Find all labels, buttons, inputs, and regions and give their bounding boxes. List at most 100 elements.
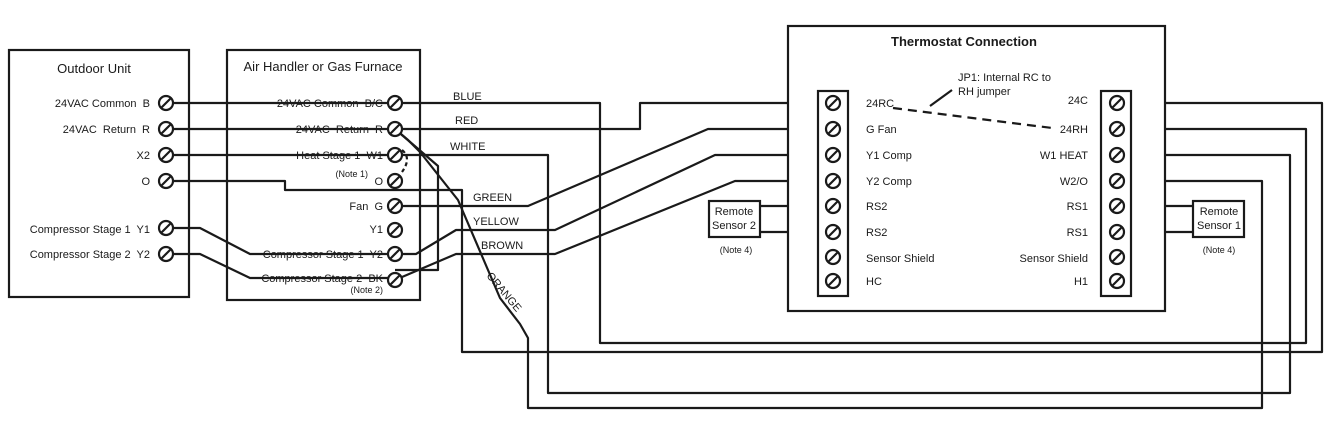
- wire-y1-outdoor: [166, 226, 395, 256]
- remote-sensor-1: Remote Sensor 1 (Note 4): [1191, 199, 1246, 255]
- outdoor-terminal-label: O: [141, 176, 150, 188]
- thermostat-right-label: W1 HEAT: [1040, 150, 1088, 162]
- jp1-note-line: JP1: Internal RC to: [958, 72, 1051, 84]
- jp1-note-line: RH jumper: [958, 86, 1011, 98]
- thermostat-right-label: Sensor Shield: [1020, 253, 1089, 265]
- wire-label-green: GREEN: [473, 192, 512, 204]
- air-handler-terminal-label: Y1: [370, 224, 383, 236]
- terminal-screw-icon: [157, 172, 175, 190]
- terminal-screw-icon: [386, 172, 404, 190]
- terminal-screw-icon: [386, 245, 404, 263]
- wire-label-orange: ORANGE: [484, 270, 524, 314]
- air-handler-terminal-label: Compressor Stage 2 BK: [261, 273, 383, 285]
- thermostat-left-label: RS2: [866, 227, 887, 239]
- air-handler-terminal-label: 24VAC Common B/C: [277, 98, 383, 110]
- air-handler-terminal-label: 24VAC Return R: [296, 124, 383, 136]
- outdoor-terminal-label: Compressor Stage 2 Y2: [30, 249, 150, 261]
- remote-sensor-2-box: [707, 199, 762, 239]
- terminal-screw-icon: [1108, 248, 1126, 266]
- thermostat-right-label: H1: [1074, 276, 1088, 288]
- jp1-leader-inner: [929, 89, 953, 107]
- wire-label-white: WHITE: [450, 141, 485, 153]
- thermostat-right-label: 24C: [1068, 95, 1088, 107]
- terminal-screw-icon: [824, 197, 842, 215]
- terminal-screw-icon: [386, 94, 404, 112]
- terminal-screw-icon: [386, 271, 404, 289]
- terminal-screw-icon: [1108, 272, 1126, 290]
- air-handler-terminal-label: Heat Stage 1 W1: [296, 150, 383, 162]
- terminal-screw-icon: [824, 272, 842, 290]
- terminal-screw-icon: [1108, 120, 1126, 138]
- terminal-screw-icon: [386, 120, 404, 138]
- wire-yellow: [395, 153, 833, 256]
- terminal-screw-icon: [1108, 146, 1126, 164]
- wire-orange: [394, 128, 1264, 410]
- remote-sensor-1-label: Remote: [1200, 206, 1239, 218]
- terminal-screw-icon: [824, 94, 842, 112]
- thermostat-left-label: Y1 Comp: [866, 150, 912, 162]
- thermostat-left-label: Y2 Comp: [866, 176, 912, 188]
- wire-white: [395, 153, 1292, 395]
- jumper-w1-dashed: [401, 149, 409, 173]
- outdoor-terminal-label: Compressor Stage 1 Y1: [30, 224, 150, 236]
- thermostat-left-label: Sensor Shield: [866, 253, 935, 265]
- wire-y2-outdoor: [166, 252, 395, 280]
- wire-o-outdoor: [166, 101, 1324, 354]
- thermostat-left-label: G Fan: [866, 124, 897, 136]
- terminal-screw-icon: [824, 146, 842, 164]
- terminal-screw-icon: [1108, 172, 1126, 190]
- terminal-screw-icon: [157, 120, 175, 138]
- wire-blue: [395, 101, 1308, 345]
- remote-sensor-1-note: (Note 4): [1203, 245, 1236, 255]
- remote-sensor-2-label: Remote: [715, 206, 754, 218]
- wires: [166, 89, 1324, 410]
- air-handler-note-1: (Note 1): [335, 169, 368, 179]
- terminal-screw-icon: [157, 94, 175, 112]
- thermostat-title: Thermostat Connection: [891, 34, 1037, 49]
- remote-sensor-1-box: [1191, 199, 1246, 239]
- terminal-screw-icon: [1108, 94, 1126, 112]
- outdoor-terminal-label: X2: [137, 150, 150, 162]
- thermostat-right-label: RS1: [1067, 201, 1088, 213]
- terminal-screw-icon: [157, 146, 175, 164]
- outdoor-unit-title: Outdoor Unit: [57, 61, 131, 76]
- air-handler-box: [225, 48, 422, 302]
- outdoor-unit: Outdoor Unit 24VAC Common B 24VAC Return…: [7, 48, 191, 299]
- remote-sensor-1-label: Sensor 1: [1197, 220, 1241, 232]
- wire-label-red: RED: [455, 115, 478, 127]
- wire-label-yellow: YELLOW: [473, 216, 519, 228]
- remote-sensor-2: Remote Sensor 2 (Note 4): [707, 199, 762, 255]
- air-handler-terminal-label: O: [374, 176, 383, 188]
- thermostat-right-label: 24RH: [1060, 124, 1088, 136]
- wire-red: [395, 101, 833, 131]
- terminal-screw-icon: [157, 219, 175, 237]
- thermostat-connection: Thermostat Connection JP1: Internal RC t…: [786, 24, 1167, 313]
- remote-sensor-2-label: Sensor 2: [712, 220, 756, 232]
- air-handler-note-2: (Note 2): [350, 285, 383, 295]
- terminal-screw-icon: [386, 221, 404, 239]
- terminal-screw-icon: [824, 172, 842, 190]
- outdoor-terminal-label: 24VAC Return R: [63, 124, 150, 136]
- thermostat-right-label: W2/O: [1060, 176, 1089, 188]
- outdoor-terminal-label: 24VAC Common B: [55, 98, 150, 110]
- jp1-jumper-inner: [892, 106, 1053, 130]
- air-handler-title: Air Handler or Gas Furnace: [244, 59, 403, 74]
- terminal-screw-icon: [1108, 197, 1126, 215]
- terminal-screw-icon: [386, 197, 404, 215]
- remote-sensor-2-note: (Note 4): [720, 245, 753, 255]
- wire-label-blue: BLUE: [453, 91, 482, 103]
- thermostat-left-label: 24RC: [866, 98, 894, 110]
- terminal-screw-icon: [824, 248, 842, 266]
- terminal-screw-icon: [1108, 223, 1126, 241]
- wire-label-brown: BROWN: [481, 240, 523, 252]
- terminal-screw-icon: [824, 120, 842, 138]
- terminal-screw-icon: [157, 245, 175, 263]
- air-handler-terminal-label: Fan G: [349, 201, 383, 213]
- terminal-screw-icon: [386, 146, 404, 164]
- thermostat-left-label: RS2: [866, 201, 887, 213]
- air-handler-terminal-label: Compressor Stage 1 Y2: [263, 249, 383, 261]
- wire-brown: [394, 179, 833, 282]
- terminal-screw-icon: [824, 223, 842, 241]
- outdoor-unit-box: [7, 48, 191, 299]
